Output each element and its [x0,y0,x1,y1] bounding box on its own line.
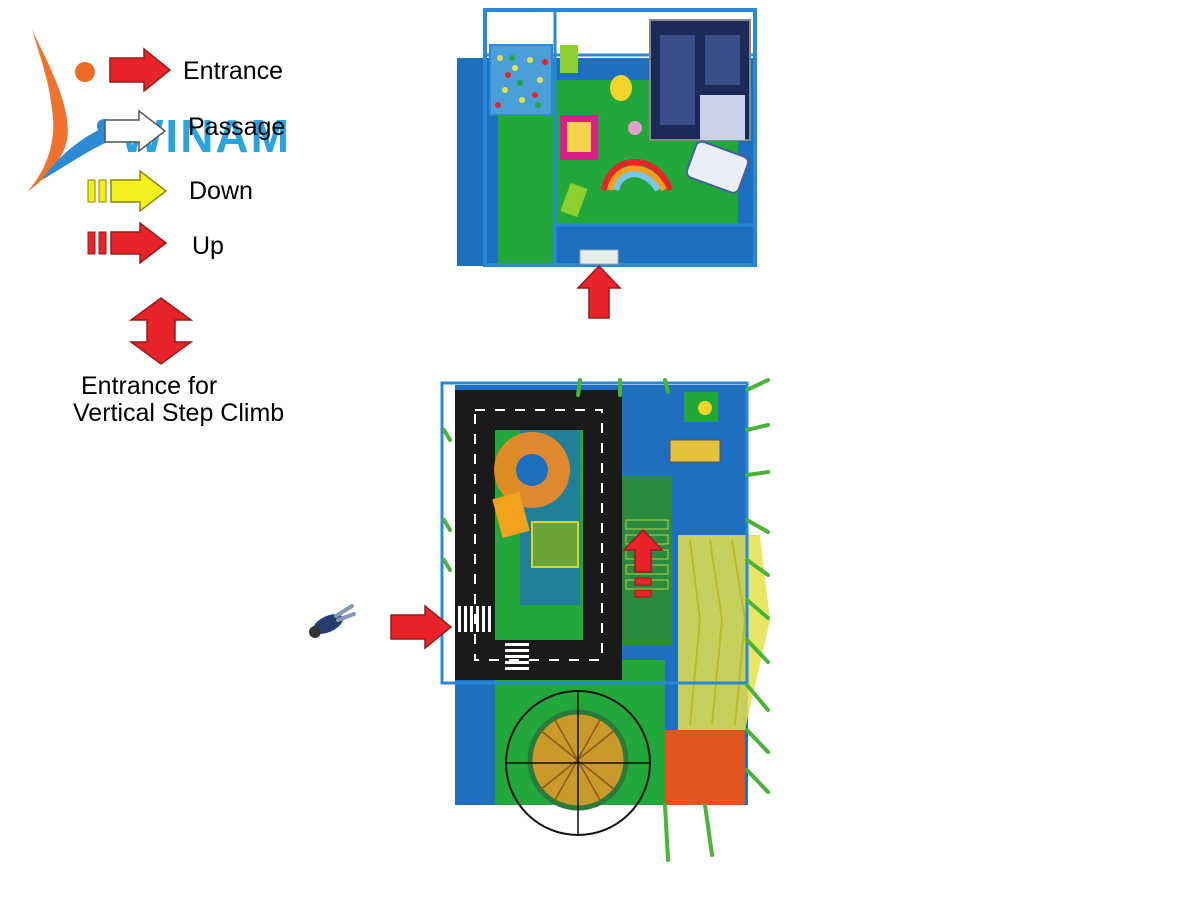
legend-label-passage: Passage [188,113,286,141]
up-step-climb-arrow-icon [622,528,664,606]
upper-entrance-arrow-icon [576,264,622,320]
legend-up-icon [86,220,170,266]
person-figure-icon [304,600,356,646]
note-line-1: Entrance for [81,372,218,400]
vertical-double-arrow-icon [128,296,194,366]
legend-label-down: Down [189,177,253,205]
legend-label-up: Up [192,232,224,260]
legend-entrance-icon [108,47,172,93]
note-line-2: Vertical Step Climb [73,399,285,427]
winam-logo: WINAM [22,30,332,195]
legend-down-icon [86,168,170,214]
legend-label-entrance: Entrance [183,57,284,85]
lower-floor-plan [430,370,780,870]
lower-entrance-arrow-icon [389,604,453,650]
upper-floor-plan [450,0,770,320]
legend-passage-icon [103,108,167,154]
